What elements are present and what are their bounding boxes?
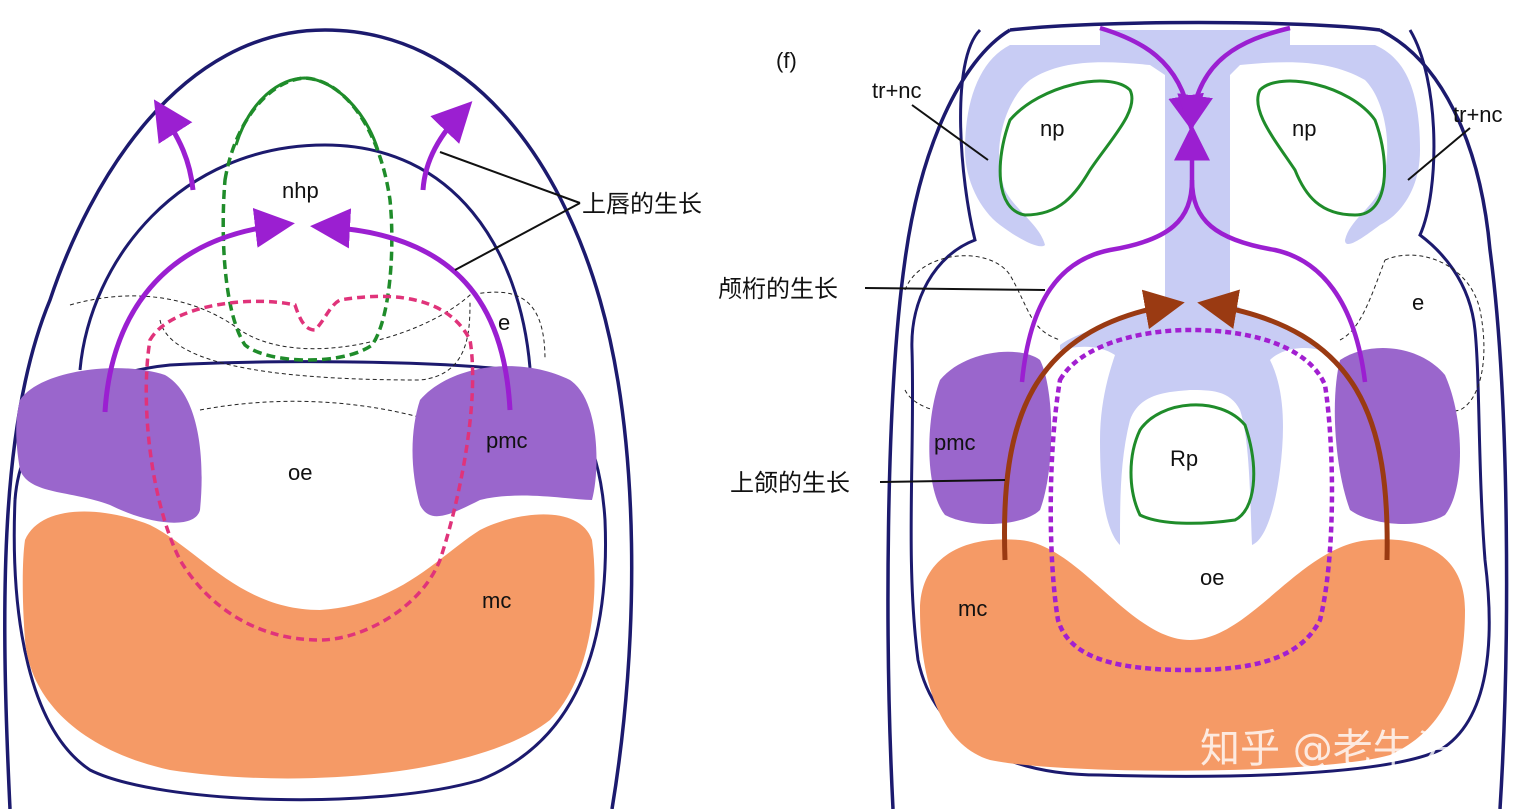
left-lower-face-outline xyxy=(12,360,607,802)
watermark: 知乎 @老牛头 xyxy=(1200,726,1453,772)
right-label-oe: oe xyxy=(1200,565,1224,590)
right-outer-head-outline xyxy=(886,20,1509,809)
right-label-tr-nc-left: tr+nc xyxy=(872,78,922,103)
left-upper-lip-leader-top xyxy=(439,151,581,204)
right-growth-arrow-top-right xyxy=(1177,25,1291,132)
annotation-trabecula-growth: 颅桁的生长 xyxy=(718,275,838,303)
right-face-outline xyxy=(909,28,1491,778)
left-mc-shape xyxy=(22,511,595,779)
left-thin-dashed-outline xyxy=(69,291,546,421)
right-maxilla-arrow-left xyxy=(1002,289,1185,561)
left-pmc-left-shape xyxy=(16,368,202,523)
right-label-mc: mc xyxy=(958,596,987,621)
left-growth-arrow-lower-right xyxy=(310,208,513,411)
left-inner-head-outline xyxy=(78,143,532,371)
right-rp-outline xyxy=(1129,403,1256,525)
right-panel: (f) tr+nc tr+nc np np e pmc Rp oe mc 颅桁的… xyxy=(718,20,1509,809)
left-label-pmc: pmc xyxy=(486,428,528,453)
panel-letter-f: (f) xyxy=(776,48,797,73)
right-oe-dashed-outline xyxy=(1048,327,1335,673)
left-growth-arrow-lower-left xyxy=(102,208,295,413)
right-maxilla-leader xyxy=(879,479,1006,483)
right-pmc-right-shape xyxy=(1334,348,1460,525)
left-oe-dashed-outline xyxy=(144,294,475,642)
right-label-tr-nc-right: tr+nc xyxy=(1453,102,1503,127)
left-growth-arrow-upper-right xyxy=(420,101,473,191)
left-pmc-right-shape xyxy=(412,366,597,517)
right-tr-nc-leader-left xyxy=(911,104,989,161)
left-label-oe: oe xyxy=(288,460,312,485)
annotation-upper-lip-growth: 上唇的生长 xyxy=(582,190,702,218)
left-label-mc: mc xyxy=(482,588,511,613)
right-label-np-left: np xyxy=(1040,116,1064,141)
right-np-right-outline xyxy=(1256,79,1386,217)
right-growth-branch-right xyxy=(1189,179,1368,383)
right-np-left-outline xyxy=(998,79,1134,217)
right-eye-left-dashed xyxy=(904,255,1061,415)
left-label-nhp: nhp xyxy=(282,178,319,203)
right-label-e: e xyxy=(1412,290,1424,315)
left-growth-arrow-upper-left xyxy=(153,99,196,191)
right-trabecula-leader xyxy=(864,287,1046,291)
right-maxilla-arrow-right xyxy=(1197,289,1390,561)
left-upper-lip-leader-bottom xyxy=(454,202,581,271)
annotation-maxilla-growth: 上颌的生长 xyxy=(730,469,850,497)
right-label-rp: Rp xyxy=(1170,446,1198,471)
right-label-pmc: pmc xyxy=(934,430,976,455)
left-label-e: e xyxy=(498,310,510,335)
right-growth-branch-left xyxy=(1019,179,1195,383)
right-trabecula-shape xyxy=(965,30,1420,545)
left-nhp-dashed-outline xyxy=(221,76,394,362)
left-outer-head-outline xyxy=(3,28,634,809)
left-panel: nhp e pmc oe mc 上唇的生长 xyxy=(3,28,702,809)
right-label-np-right: np xyxy=(1292,116,1316,141)
right-tr-nc-leader-right xyxy=(1407,127,1471,181)
left-nhp-solid-top xyxy=(234,76,380,151)
right-eye-right-dashed xyxy=(1339,254,1485,412)
